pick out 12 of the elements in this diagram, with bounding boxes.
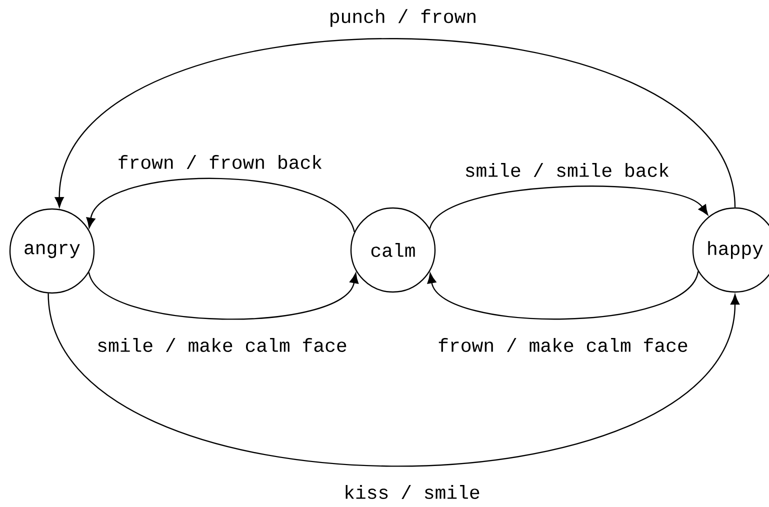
arrow: [429, 186, 708, 230]
arrow: [48, 293, 740, 467]
arrow: [427, 271, 699, 320]
edge-label: frown / make calm face: [436, 337, 690, 353]
edge-label: kiss / smile: [342, 484, 482, 500]
edge-label: smile / make calm face: [96, 337, 348, 353]
arrow: [54, 38, 736, 208]
edge-label: smile / smile back: [463, 162, 671, 178]
edge-label: punch / frown: [328, 8, 478, 28]
arrow: [86, 178, 355, 232]
edge-label: frown / frown back: [116, 154, 324, 170]
arrow: [88, 272, 359, 320]
